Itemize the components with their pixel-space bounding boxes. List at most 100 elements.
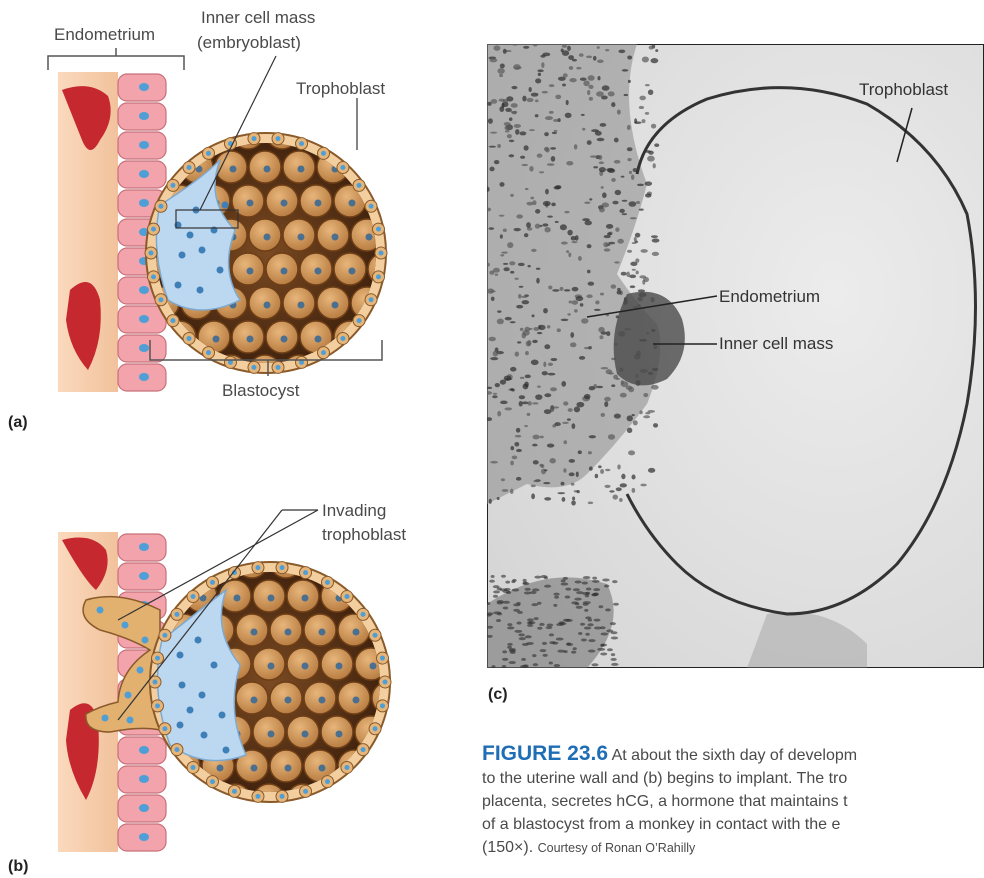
tissue-speck	[574, 144, 578, 149]
tissue-speck	[491, 297, 495, 301]
tissue-speck	[502, 658, 508, 661]
tissue-speck	[495, 274, 499, 276]
tissue-speck	[616, 487, 622, 491]
tissue-speck	[569, 300, 573, 303]
tissue-speck	[583, 576, 591, 579]
tissue-speck	[601, 413, 605, 417]
tissue-speck	[491, 99, 497, 104]
caption-line-2: to the uterine wall and (b) begins to im…	[482, 767, 984, 790]
tissue-speck	[587, 244, 592, 248]
tissue-speck	[598, 327, 604, 333]
cell-nucleus	[139, 170, 149, 178]
cell-nucleus	[366, 166, 373, 173]
tissue-speck	[578, 256, 582, 261]
tissue-speck	[604, 401, 608, 407]
cell-nucleus	[155, 656, 160, 661]
tissue-speck	[592, 577, 597, 580]
cell-nucleus	[255, 794, 260, 799]
cell-nucleus	[353, 629, 360, 636]
tissue-speck	[500, 401, 508, 405]
figure-caption: FIGURE 23.6 At about the sixth day of de…	[482, 742, 984, 860]
tissue-speck	[543, 201, 551, 206]
figure-number: FIGURE 23.6	[482, 742, 608, 765]
tissue-speck	[636, 270, 639, 274]
cell-nucleus	[298, 166, 305, 173]
cell-nucleus	[370, 663, 377, 670]
tissue-speck	[569, 66, 573, 70]
tissue-speck	[524, 327, 530, 332]
tissue-speck	[563, 73, 568, 77]
tissue-speck	[613, 375, 618, 380]
tissue-speck	[545, 189, 549, 195]
tissue-speck	[561, 49, 564, 53]
cell-nucleus	[153, 680, 158, 685]
tissue-speck	[604, 235, 611, 238]
tissue-speck	[651, 235, 658, 238]
cell-nucleus	[285, 697, 292, 704]
tissue-speck	[489, 167, 494, 172]
tissue-speck	[548, 373, 556, 376]
cell-nucleus	[139, 286, 149, 294]
tissue-speck	[600, 469, 604, 474]
cell-nucleus	[302, 663, 309, 670]
tissue-speck	[588, 75, 595, 81]
cell-nucleus	[170, 183, 175, 188]
cell-nucleus	[213, 132, 220, 139]
tissue-speck	[525, 351, 529, 355]
tissue-speck	[620, 483, 627, 487]
tissue-speck	[615, 227, 619, 231]
tissue-speck	[521, 296, 527, 298]
tissue-speck	[599, 167, 606, 172]
tissue-speck	[645, 112, 649, 115]
cell-nucleus	[319, 765, 326, 772]
cell-nucleus	[234, 595, 241, 602]
cell-nucleus	[332, 234, 339, 241]
tissue-speck	[589, 97, 593, 101]
tissue-speck	[514, 630, 522, 633]
tissue-speck	[631, 174, 635, 180]
cell-nucleus	[210, 580, 215, 585]
tissue-speck	[493, 351, 499, 357]
cell-nucleus	[315, 336, 322, 343]
tissue-speck	[565, 113, 572, 118]
icm-nucleus	[201, 732, 208, 739]
blastocoel-cell	[385, 355, 417, 387]
cell-nucleus	[383, 336, 390, 343]
tissue-speck	[585, 616, 591, 619]
cell-nucleus	[369, 204, 374, 209]
tissue-speck	[617, 109, 621, 114]
tissue-speck	[511, 580, 515, 583]
tissue-speck	[567, 46, 571, 51]
tissue-speck	[622, 200, 628, 202]
tissue-speck	[549, 633, 554, 636]
tissue-speck	[532, 435, 539, 440]
tissue-speck	[493, 393, 497, 395]
tissue-speck	[614, 261, 620, 263]
cell-nucleus	[264, 234, 271, 241]
tissue-speck	[502, 665, 506, 668]
tissue-speck	[652, 238, 660, 242]
tissue-speck	[648, 151, 654, 155]
micro-endometrium-label: Endometrium	[719, 287, 820, 307]
cell-nucleus	[319, 697, 326, 704]
tissue-speck	[522, 96, 526, 102]
tissue-speck	[645, 84, 650, 86]
invading-label: Invading	[322, 502, 386, 521]
tissue-speck	[493, 590, 500, 593]
tissue-speck	[563, 619, 570, 622]
tissue-speck	[612, 494, 618, 499]
cell-nucleus	[298, 302, 305, 309]
tissue-speck	[553, 593, 559, 596]
cell-nucleus	[299, 141, 304, 146]
cell-nucleus	[137, 667, 144, 674]
tissue-speck	[601, 186, 604, 189]
tissue-speck	[570, 342, 577, 347]
tissue-speck	[575, 602, 580, 605]
cell-nucleus	[332, 370, 339, 377]
tissue-speck	[578, 632, 582, 635]
tissue-speck	[557, 328, 561, 332]
micro-trophoblast-label: Trophoblast	[859, 80, 948, 100]
tissue-speck	[565, 596, 571, 599]
tissue-speck	[537, 332, 542, 334]
embryoblast-label: (embryoblast)	[197, 34, 301, 53]
